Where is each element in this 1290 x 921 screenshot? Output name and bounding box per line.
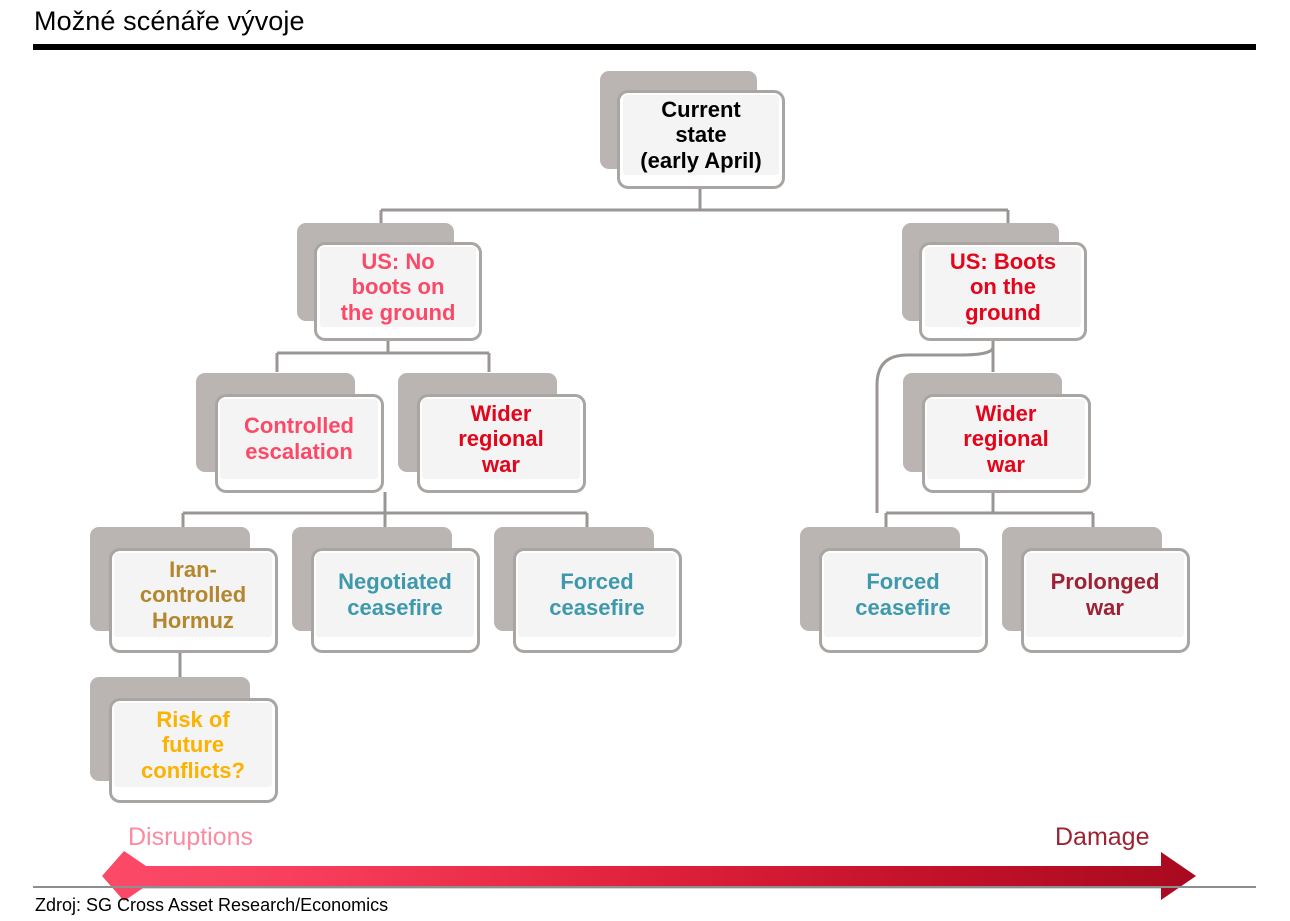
node-forced-ceasefire-right[interactable]: Forced ceasefire [800,527,988,653]
node-controlled-escalation[interactable]: Controlled escalation [196,373,384,493]
scenario-tree-diagram: Current state (early April) US: No boots… [0,55,1290,880]
node-forced-ceasefire-left[interactable]: Forced ceasefire [494,527,682,653]
node-label: Controlled escalation [220,399,378,479]
tree-connectors [178,188,1095,677]
node-wider-regional-war-left[interactable]: Wider regional war [398,373,586,493]
node-label: Forced ceasefire [518,553,676,637]
node-label: Wider regional war [422,399,580,479]
node-us-no-boots[interactable]: US: No boots on the ground [297,223,482,341]
spectrum-label-left: Disruptions [128,823,254,851]
spectrum-label-right: Damage [1055,823,1150,851]
node-us-boots[interactable]: US: Boots on the ground [902,223,1087,341]
node-label: Prolonged war [1026,553,1184,637]
node-current-state[interactable]: Current state (early April) [600,71,785,189]
node-label: Wider regional war [927,399,1085,479]
node-prolonged-war[interactable]: Prolonged war [1002,527,1190,653]
title-divider [33,44,1256,50]
footer-divider [33,886,1256,888]
node-label: US: No boots on the ground [320,247,476,327]
node-label: Risk of future conflicts? [114,703,272,787]
node-label: US: Boots on the ground [925,247,1081,327]
node-risk-of-future-conflicts[interactable]: Risk of future conflicts? [90,677,278,803]
node-label: Current state (early April) [623,95,779,175]
source-note: Zdroj: SG Cross Asset Research/Economics [35,895,389,915]
node-label: Forced ceasefire [824,553,982,637]
node-negotiated-ceasefire[interactable]: Negotiated ceasefire [292,527,480,653]
node-label: Iran- controlled Hormuz [114,553,272,637]
node-wider-regional-war-right[interactable]: Wider regional war [903,373,1091,493]
page-title: Možné scénáře vývoje [34,6,305,36]
node-label: Negotiated ceasefire [316,553,474,637]
node-iran-controlled-hormuz[interactable]: Iran- controlled Hormuz [90,527,278,653]
